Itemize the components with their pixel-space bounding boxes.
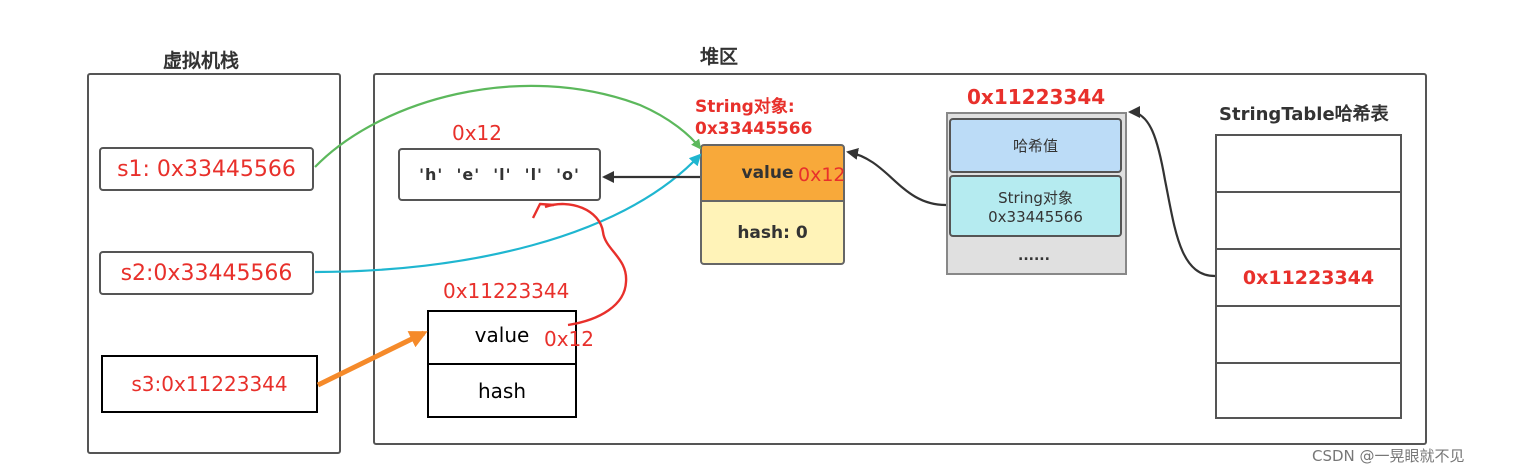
- stack-var-s2-text: s2:0x33445566: [120, 260, 293, 286]
- arrow-s1-to-string-obj: [314, 84, 702, 168]
- new-obj-value-cell: value: [427, 310, 577, 365]
- arrow-hash-entry-to-string-obj: [846, 147, 947, 207]
- new-obj-hash-cell: hash: [427, 363, 577, 418]
- string-table-title: StringTable哈希表: [1219, 104, 1389, 125]
- new-obj-address: 0x11223344: [443, 279, 570, 303]
- arrow-s3-to-new-obj: [316, 330, 428, 388]
- stack-var-s3-text: s3:0x11223344: [131, 372, 288, 396]
- string-obj-hash-label: hash: 0: [737, 222, 808, 243]
- hash-string-obj-line1: String对象: [998, 188, 1073, 207]
- string-obj-value-pointer: 0x12: [798, 164, 846, 186]
- new-obj-hash-label: hash: [477, 378, 527, 403]
- string-table-row-entry: 0x11223344: [1215, 248, 1402, 305]
- arrow-red-handdrawn: [544, 202, 628, 327]
- string-table-row: [1215, 362, 1402, 419]
- string-table-entry-text: 0x11223344: [1242, 266, 1375, 289]
- watermark: CSDN @一晃眼就不见: [1312, 447, 1465, 465]
- stack-var-s1-text: s1: 0x33445566: [117, 156, 296, 182]
- hash-string-obj-cell: String对象 0x33445566: [949, 175, 1122, 237]
- new-obj-value-label: value: [474, 322, 530, 347]
- arrow-table-to-hash-entry: [1128, 106, 1216, 278]
- char-array-address: 0x12: [452, 121, 503, 145]
- hash-value-label: 哈希值: [1012, 137, 1058, 155]
- char-array-box: 'h' 'e' 'l' 'l' 'o': [398, 148, 601, 201]
- arrow-red-handdrawn-head: [531, 202, 555, 219]
- new-obj-value-pointer: 0x12: [544, 327, 595, 351]
- string-obj-value-label: value: [741, 163, 794, 183]
- stack-var-s3: s3:0x11223344: [101, 355, 318, 413]
- string-obj-label-line2: 0x33445566: [695, 119, 813, 139]
- string-obj-hash-cell: hash: 0: [700, 200, 845, 265]
- hash-value-cell: 哈希值: [949, 118, 1122, 173]
- string-obj-label-line1: String对象:: [695, 97, 795, 117]
- string-table-row: [1215, 305, 1402, 362]
- string-obj-label: String对象: 0x33445566: [695, 96, 812, 140]
- char-array-chars: 'h' 'e' 'l' 'l' 'o': [419, 165, 580, 184]
- hash-entry-ellipsis: ......: [1018, 248, 1050, 264]
- string-table-row: [1215, 134, 1402, 191]
- stack-var-s2: s2:0x33445566: [99, 251, 314, 295]
- stack-var-s1: s1: 0x33445566: [99, 147, 314, 191]
- string-table-row: [1215, 191, 1402, 248]
- hash-entry-address: 0x11223344: [967, 85, 1106, 109]
- hash-string-obj-line2: 0x33445566: [988, 207, 1083, 226]
- arrow-s2-to-string-obj: [314, 153, 702, 274]
- heap-title: 堆区: [700, 46, 739, 68]
- stack-title: 虚拟机栈: [163, 50, 240, 72]
